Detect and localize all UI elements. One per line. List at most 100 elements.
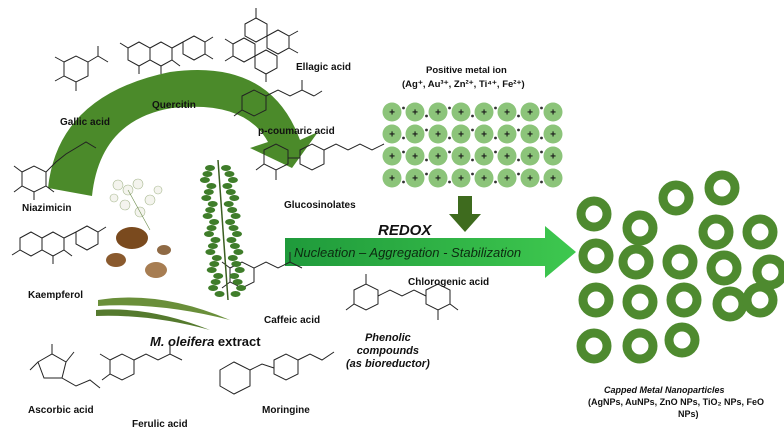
electron-dot [448, 180, 451, 184]
nanoparticle [576, 196, 612, 232]
leaflet [230, 291, 241, 297]
electron-dot [471, 172, 474, 176]
metal-ion-list: (Ag⁺, Au³⁺, Zn²⁺, Ti⁴⁺, Fe²⁺) [402, 79, 525, 90]
leaflet [206, 183, 217, 189]
metal-ion [428, 124, 448, 144]
metal-ion [497, 124, 517, 144]
label-chlorogenic-acid: Chlorogenic acid [408, 277, 490, 288]
nanoparticle [664, 322, 700, 358]
label-ellagic-acid: Ellagic acid [296, 62, 352, 73]
leaflet [211, 255, 222, 261]
extract-label: M. oleifera extract [150, 334, 261, 349]
electron-dot [517, 158, 520, 162]
leaflet [214, 291, 225, 297]
electron-dot [471, 128, 474, 132]
leaflet [229, 195, 240, 201]
leaflet [205, 165, 215, 171]
leaflet [207, 201, 218, 207]
leaflet [231, 261, 242, 267]
metal-ion [451, 124, 471, 144]
glucosinolates-structure [255, 143, 385, 180]
leaflet [204, 231, 214, 237]
metal-ion [451, 102, 471, 122]
electron-dot [402, 180, 405, 184]
nanoparticle [622, 284, 658, 320]
moringa-plant-illustration [199, 159, 247, 301]
leaflet [221, 165, 231, 171]
ion-charge: + [481, 174, 487, 185]
leaflet [230, 213, 241, 219]
nanoparticle [622, 210, 658, 246]
electron-dot [471, 114, 474, 118]
nanoparticle [622, 328, 658, 364]
electron-dot [517, 128, 520, 132]
leaflet [202, 213, 213, 219]
nanoparticle [578, 282, 614, 318]
leaflet [232, 279, 243, 285]
leaflet [227, 255, 238, 261]
nanoparticle-types-1: (AgNPs, AuNPs, ZnO NPs, TiO₂ NPs, FeO [588, 397, 765, 407]
label-p-coumaric-acid: p-coumaric acid [258, 126, 335, 137]
ion-charge: + [550, 130, 556, 141]
nanoparticle-title: Capped Metal Nanoparticles [604, 385, 725, 395]
ferulic-acid-structure [99, 344, 183, 381]
ion-charge: + [481, 152, 487, 163]
metal-ion [497, 102, 517, 122]
ion-charge: + [458, 130, 464, 141]
nanoparticle [742, 214, 778, 250]
electron-dot [425, 172, 428, 176]
leaflet [203, 189, 214, 195]
ion-charge: + [550, 108, 556, 119]
nanoparticle [706, 250, 742, 286]
electron-dot [402, 106, 405, 110]
electron-dot [517, 172, 520, 176]
nanoparticle [698, 214, 734, 250]
label-quercitin: Quercitin [152, 100, 196, 111]
metal-ion [474, 102, 494, 122]
leaflet [205, 249, 216, 255]
nanoparticle [576, 328, 612, 364]
ion-charge: + [389, 108, 395, 119]
ion-charge: + [389, 174, 395, 185]
label-ascorbic-acid: Ascorbic acid [28, 405, 94, 416]
nanoparticle [704, 170, 740, 206]
electron-dot [402, 136, 405, 140]
ion-charge: + [412, 174, 418, 185]
nanoparticle [578, 238, 614, 274]
niazimicin-structure [13, 141, 97, 200]
leaflet [207, 243, 218, 249]
leaflet [209, 219, 220, 225]
ion-charge: + [504, 152, 510, 163]
ion-charge: + [550, 174, 556, 185]
ion-charge: + [458, 108, 464, 119]
ion-charge: + [435, 108, 441, 119]
metal-ion [543, 102, 563, 122]
ion-charge: + [481, 108, 487, 119]
extract-suffix: extract [214, 334, 261, 349]
nanoparticle [658, 180, 694, 216]
down-arrow [449, 196, 481, 232]
kaempferol-structure [11, 225, 107, 264]
metal-ion [520, 146, 540, 166]
ion-charge: + [412, 130, 418, 141]
leaflet [224, 171, 235, 177]
metal-ion [405, 102, 425, 122]
ascorbic-acid-structure [29, 344, 101, 389]
process-steps-label: Nucleation – Aggregation - Stabilization [294, 245, 522, 260]
electron-dot [540, 106, 543, 110]
leaflet [202, 171, 213, 177]
leaflet [225, 219, 236, 225]
leaflet [213, 273, 224, 279]
metal-ion [428, 102, 448, 122]
metal-ion [497, 146, 517, 166]
ion-charge: + [389, 152, 395, 163]
leaflet [232, 231, 242, 237]
curved-arc-arrow [48, 69, 318, 196]
metal-ion [520, 102, 540, 122]
electron-dot [540, 150, 543, 154]
label-caffeic-acid: Caffeic acid [264, 315, 321, 326]
electron-dot [448, 136, 451, 140]
metal-ion [428, 168, 448, 188]
ion-charge: + [435, 152, 441, 163]
leaflet [206, 225, 217, 231]
